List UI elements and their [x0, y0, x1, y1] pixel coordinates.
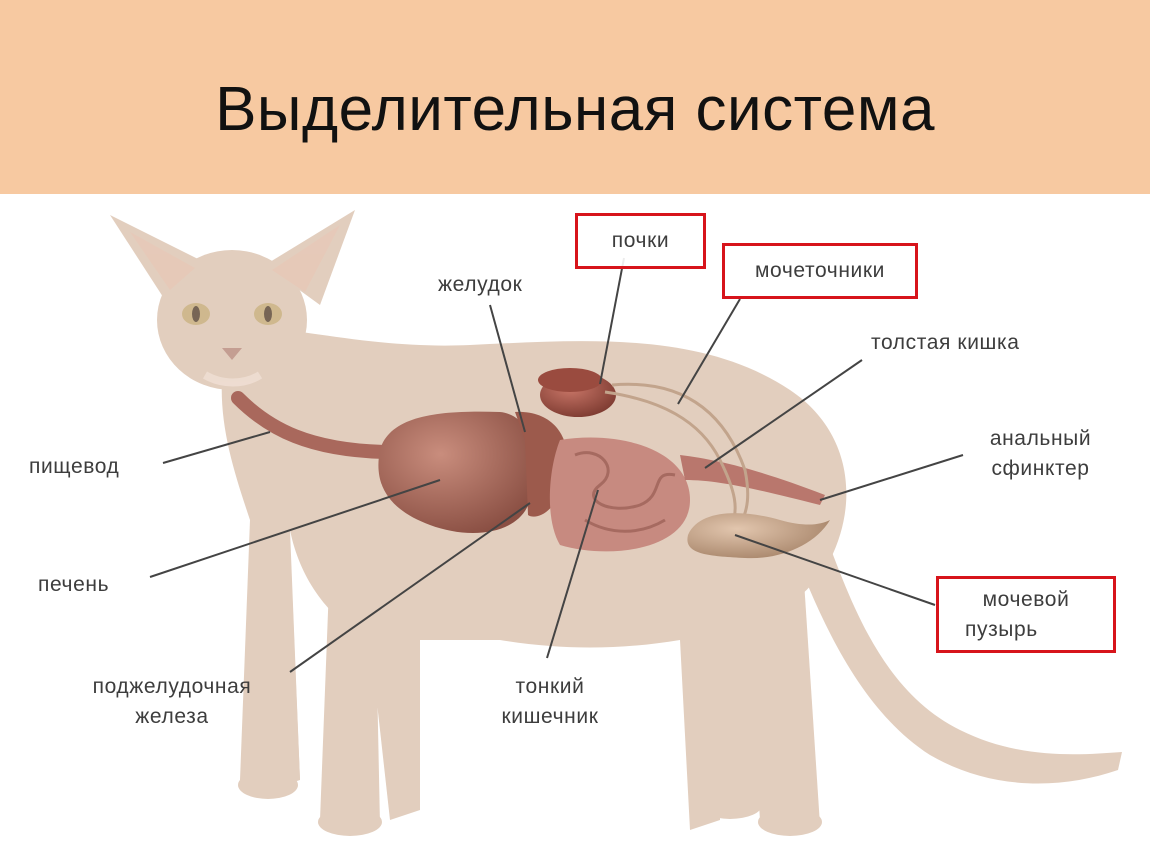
large-intestine-label: толстая кишка: [871, 331, 1020, 354]
small-intestine-label: тонкий кишечник: [475, 672, 625, 732]
leader-lines: [149, 257, 964, 673]
pancreas-label: поджелудочная железа: [62, 672, 282, 732]
small-intestine-shape: [549, 437, 690, 552]
esophagus-shape: [231, 391, 392, 459]
anal-sphincter-label: анальный сфинктер: [968, 424, 1113, 484]
kidney-shape-2: [538, 368, 602, 392]
kidneys-label-box: почки: [575, 213, 706, 269]
bladder-label-line-2: пузырь: [965, 618, 1038, 641]
liver-shape: [378, 411, 534, 533]
slide-title: Выделительная система: [215, 75, 935, 144]
anal-sphincter-label-line-2: сфинктер: [991, 457, 1090, 480]
bladder-label-box: мочевой пузырь: [936, 576, 1116, 653]
ureter-shape: [604, 390, 737, 531]
large-intestine-shape: [680, 455, 825, 505]
anal-sphincter-label-line-1: анальный: [989, 427, 1092, 450]
ureters-label-box: мочеточники: [722, 243, 918, 299]
small-intestine-label-line-2: кишечник: [501, 705, 599, 728]
esophagus-label: пищевод: [29, 455, 120, 478]
small-intestine-label-line-1: тонкий: [515, 675, 585, 698]
cat-anatomy-illustration: [110, 210, 1122, 836]
stomach-label: желудок: [438, 273, 523, 296]
cat-face: [130, 225, 340, 387]
pancreas-label-line-2: железа: [135, 705, 209, 728]
liver-label: печень: [38, 573, 110, 596]
bladder-shape: [687, 513, 830, 559]
ureters-label: мочеточники: [755, 259, 885, 282]
organs: [231, 368, 830, 559]
bladder-label-line-1: мочевой: [982, 588, 1070, 611]
pancreas-label-line-1: поджелудочная: [92, 675, 252, 698]
diagram-area: почки мочеточники желудок толстая кишка …: [0, 194, 1150, 864]
slide-header: Выделительная система: [0, 0, 1150, 194]
kidneys-label: почки: [611, 229, 670, 252]
